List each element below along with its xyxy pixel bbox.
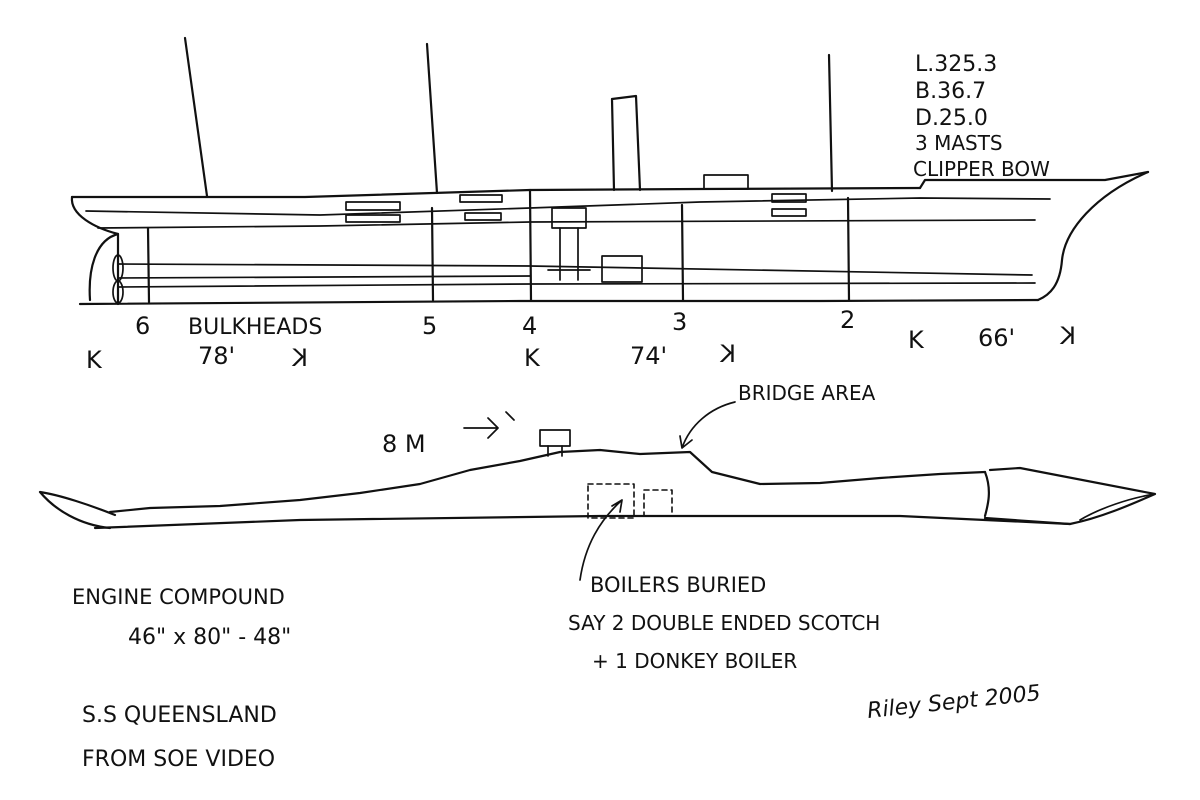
engine-columns (547, 227, 591, 281)
bulkhead-number-6: 6 (135, 312, 150, 340)
depth-label: 8 M (382, 430, 426, 458)
wreck-mound-outline (108, 448, 987, 514)
engine-note: ENGINE COMPOUND 46" x 80" - 48" (72, 585, 291, 650)
spec-breadth: B.36.7 (915, 79, 986, 104)
second-deck-line (97, 219, 1036, 229)
wreck-bow-section (983, 466, 1157, 526)
main-mast (425, 42, 439, 195)
span-mark-mid-start: K (524, 344, 541, 372)
span-mark-fore-end: K (1059, 322, 1076, 350)
bulkhead-3 (680, 203, 685, 302)
boiler-arrow (579, 499, 623, 581)
title-line-1: S.S QUEENSLAND (82, 703, 277, 728)
keel-line (78, 298, 1040, 306)
length-mid-section: 74' (630, 342, 667, 370)
buried-boilers-outline (587, 483, 635, 519)
rudder (88, 232, 120, 306)
bulkhead-number-3: 3 (672, 308, 687, 336)
title-line-2: FROM SOE VIDEO (82, 747, 275, 772)
length-fore-section: 66' (978, 324, 1015, 352)
bulkhead-5 (430, 206, 435, 302)
length-aft-section: 78' (198, 342, 235, 370)
stern-counter (70, 195, 120, 236)
span-mark-mid-end: K (719, 340, 736, 368)
bridge-arrow (679, 401, 736, 449)
deckhouse-fore (771, 193, 807, 203)
span-mark-aft-end: K (291, 344, 308, 372)
fore-mast (827, 53, 834, 193)
wreck-stern (38, 490, 117, 530)
bulkhead-6 (146, 226, 151, 304)
bulkhead-4 (528, 188, 533, 302)
bulkhead-number-2: 2 (840, 306, 855, 334)
shaft-line-2 (117, 282, 1036, 288)
propeller-lower (112, 280, 124, 304)
boilers-line-3: + 1 DONKEY BOILER (592, 649, 797, 673)
bulkhead-number-5: 5 (422, 312, 437, 340)
boiler-block (601, 255, 643, 283)
seabed-line (93, 514, 1072, 530)
forecastle (918, 170, 1150, 190)
boilers-note: BOILERS BURIED SAY 2 DOUBLE ENDED SCOTCH… (568, 573, 880, 673)
bulkhead-labels: 6 BULKHEADS 5 4 3 2 (135, 306, 855, 340)
sheer-line (85, 197, 1051, 216)
wreck-top-object-stem (547, 445, 563, 457)
bulkhead-2 (846, 196, 851, 302)
deckhouse-mid (459, 194, 503, 203)
boilers-line-1: BOILERS BURIED (590, 573, 766, 597)
signature: Riley Sept 2005 (866, 681, 1042, 724)
donkey-boiler-outline (643, 489, 673, 517)
spec-length: L.325.3 (915, 52, 997, 77)
wreck-bow-stem (1079, 493, 1156, 521)
boilers-line-2: SAY 2 DOUBLE ENDED SCOTCH (568, 611, 880, 635)
span-mark-fore-start: K (908, 326, 925, 354)
bridge-house (703, 174, 749, 190)
wreck-top-object (539, 429, 571, 447)
deckhouse-mid-lower (464, 212, 502, 221)
section-lengths: K 78' K K 74' K K 66' K (86, 322, 1076, 374)
engine-line-1: ENGINE COMPOUND (72, 585, 285, 609)
aft-mast (183, 36, 209, 198)
specs-block: L.325.3 B.36.7 D.25.0 3 MASTS CLIPPER BO… (913, 52, 1050, 181)
span-mark-aft-start: K (86, 346, 103, 374)
spec-bow: CLIPPER BOW (913, 157, 1050, 181)
wreck-profile (38, 401, 1157, 581)
bulkheads-label: BULKHEADS (188, 315, 322, 340)
bulkhead-number-4: 4 (522, 312, 537, 340)
title-note: S.S QUEENSLAND FROM SOE VIDEO (82, 703, 277, 772)
deckhouse-fore-lower (771, 208, 807, 217)
engine-line-2: 46" x 80" - 48" (128, 625, 291, 650)
spec-masts: 3 MASTS (915, 131, 1003, 155)
deckhouse-aft (345, 201, 401, 211)
deckhouse-aft-lower (345, 214, 401, 223)
ship-profile (70, 36, 1150, 306)
funnel (610, 94, 642, 192)
depth-arrow (463, 411, 515, 439)
engine-top (551, 207, 587, 229)
bridge-area-label: BRIDGE AREA (738, 381, 876, 405)
clipper-bow (1036, 170, 1150, 302)
shaft-line-1 (117, 275, 531, 279)
spec-depth: D.25.0 (915, 106, 988, 131)
